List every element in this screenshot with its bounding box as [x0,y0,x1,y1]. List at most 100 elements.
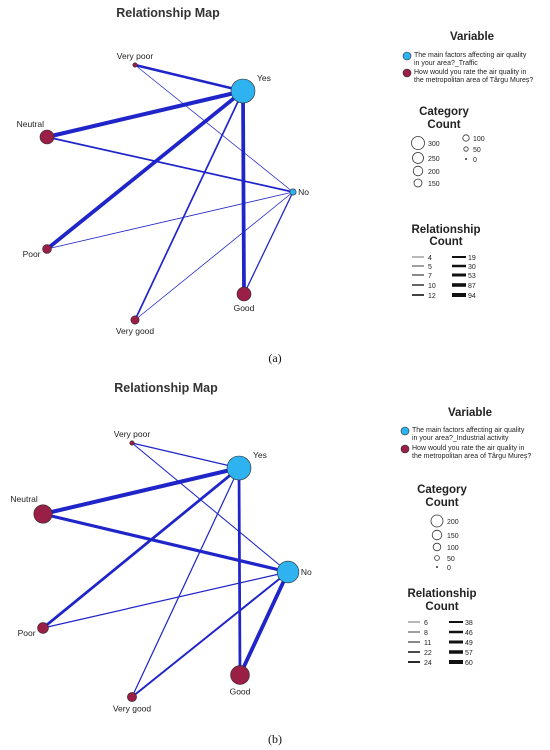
panel-a-size-label-100: 100 [473,136,485,143]
panel-b-node-label-neutral: Neutral [10,494,38,504]
panel-a-size-key-250 [412,152,424,164]
panel-b-node-neutral [33,504,53,524]
panel-b-node-very_poor [129,440,135,446]
panel-a-size-label-0: 0 [473,157,477,164]
panel-a-size-key-200 [412,165,424,177]
panel-a-title: Relationship Map [116,6,220,20]
panel-a-caption: (a) [268,351,281,365]
panel-a-node-good [236,286,252,302]
panel-b-node-label-poor: Poor [18,628,36,638]
panel-a-legend-variable-a-line1: The main factors affecting air quality [414,52,527,59]
panel-b-title: Relationship Map [114,381,218,395]
panel-a-node-no [289,188,297,196]
panel-b-node-poor [37,622,49,634]
panel-b-legend-variable-a-line1: The main factors affecting air quality [412,427,525,434]
panel-b-width-label-38: 38 [465,620,473,627]
panel-a-size-key-0 [465,158,467,160]
panel-a-edge-very_good-no [134,191,294,321]
panel-a-size-label-50: 50 [473,147,481,154]
panel-a-node-label-poor: Poor [23,249,41,259]
panel-a-size-key-150 [413,178,423,188]
panel-a-edge-poor-yes [45,89,245,251]
panel-a-legend: Variable The main factors affecting air … [402,31,533,300]
panel-a-relationship-heading-line1: Relationship [411,224,480,236]
panel-a-node-very_good [130,315,140,325]
panel-b-width-label-6: 6 [424,620,428,627]
panel-b-edge-very_good-no [131,571,289,698]
panel-a-size-label-150: 150 [428,181,440,188]
panel-b-size-label-0: 0 [447,565,451,572]
panel-a-size-key-100 [462,134,470,142]
panel-b-node-yes [226,455,252,481]
panel-b-width-label-46: 46 [465,630,473,637]
panel-b-size-label-50: 50 [447,556,455,563]
panel-a-legend-variable-b-line1: How would you rate the air quality in [414,69,527,76]
panel-a-edge-poor-no [46,191,294,250]
panel-b-edge-poor-yes [41,466,241,630]
panel-a-width-label-7: 7 [428,273,432,280]
panel-a-node-yes [230,78,256,104]
panel-b-edge-neutral-yes [41,466,241,516]
panel-a-node-label-yes: Yes [257,73,271,83]
panel-b-node-good [230,665,250,685]
panel-a-node-poor [42,244,52,254]
panel-b-width-label-11: 11 [424,640,431,647]
panel-b-node-very_good [127,692,137,702]
panel-b-node-label-very_good: Very good [113,704,152,714]
panel-b-size-key-200 [430,514,444,528]
panel-b-width-label-60: 60 [465,660,473,667]
panel-b-node-label-no: No [301,567,312,577]
panel-a-edges [45,63,294,321]
panel-b-size-key-0 [436,566,438,568]
panel-a-relationship-heading-line2: Count [429,236,462,248]
panel-a-edge-neutral-no [46,136,294,193]
panel-b-edge-good-yes [237,466,242,677]
panel-a-variable-heading: Variable [450,31,494,43]
panel-a-edge-neutral-yes [45,89,245,139]
panel-b-edge-good-no [238,570,290,677]
panel-a-node-neutral [39,129,55,145]
panel-b-node-label-yes: Yes [253,450,267,460]
panel-b-size-key-50 [434,555,440,561]
panel-a-size-label-200: 200 [428,169,440,176]
panel-b-variable-heading: Variable [448,407,492,419]
panel-b-width-label-22: 22 [424,650,432,657]
panel-b-edge-very_good-yes [131,467,240,698]
panel-b-width-label-57: 57 [465,650,473,657]
panel-a-edge-very_poor-yes [133,63,245,93]
panel-a-size-key-50 [463,146,469,152]
panel-b-width-label-8: 8 [424,630,428,637]
panel-b-legend-variable-b-line1: How would you rate the air quality in [412,445,525,452]
panel-b-node-label-very_poor: Very poor [114,429,151,439]
panel-b-relationship-heading-line1: Relationship [407,588,476,600]
panel-b-size-key-100 [432,542,442,552]
panel-b-width-label-49: 49 [465,640,473,647]
panel-a-width-label-10: 10 [428,283,436,290]
panel-a-legend-marker-variable-b [402,68,412,78]
panel-b-size-label-200: 200 [447,519,459,526]
panel-a-node-label-good: Good [234,303,255,313]
panel-a-node-very_poor [132,62,138,68]
panel-b-category-heading-line1: Category [417,484,467,496]
panel-b-category-heading-line2: Count [425,497,458,509]
panel-a-width-label-30: 30 [468,264,476,271]
panel-a-node-label-very_good: Very good [116,326,155,336]
panel-b-size-label-150: 150 [447,533,459,540]
panel-a-edge-good-yes [241,89,246,296]
panel-a-legend-variable-b-line2: the metropolitan area of Târgu Mureș? [414,77,533,84]
panel-a-category-heading-line2: Count [427,119,460,131]
panel-b-edge-very_poor-no [131,442,289,573]
panel-a-edge-very_good-yes [134,90,244,321]
panel-b-legend-marker-variable-a [400,426,410,436]
panel-b-edges [41,442,290,698]
panel-a-width-label-87: 87 [468,283,476,290]
panel-a-width-label-53: 53 [468,273,476,280]
panel-a-legend-variable-a-line2: in your area?_Traffic [414,60,478,67]
panel-b-edge-very_poor-yes [131,442,240,469]
panel-a-category-heading-line1: Category [419,106,469,118]
panel-b-legend-variable-a-line2: in your area?_Industrial activity [412,435,509,442]
panel-b-relationship-heading-line2: Count [425,601,458,613]
